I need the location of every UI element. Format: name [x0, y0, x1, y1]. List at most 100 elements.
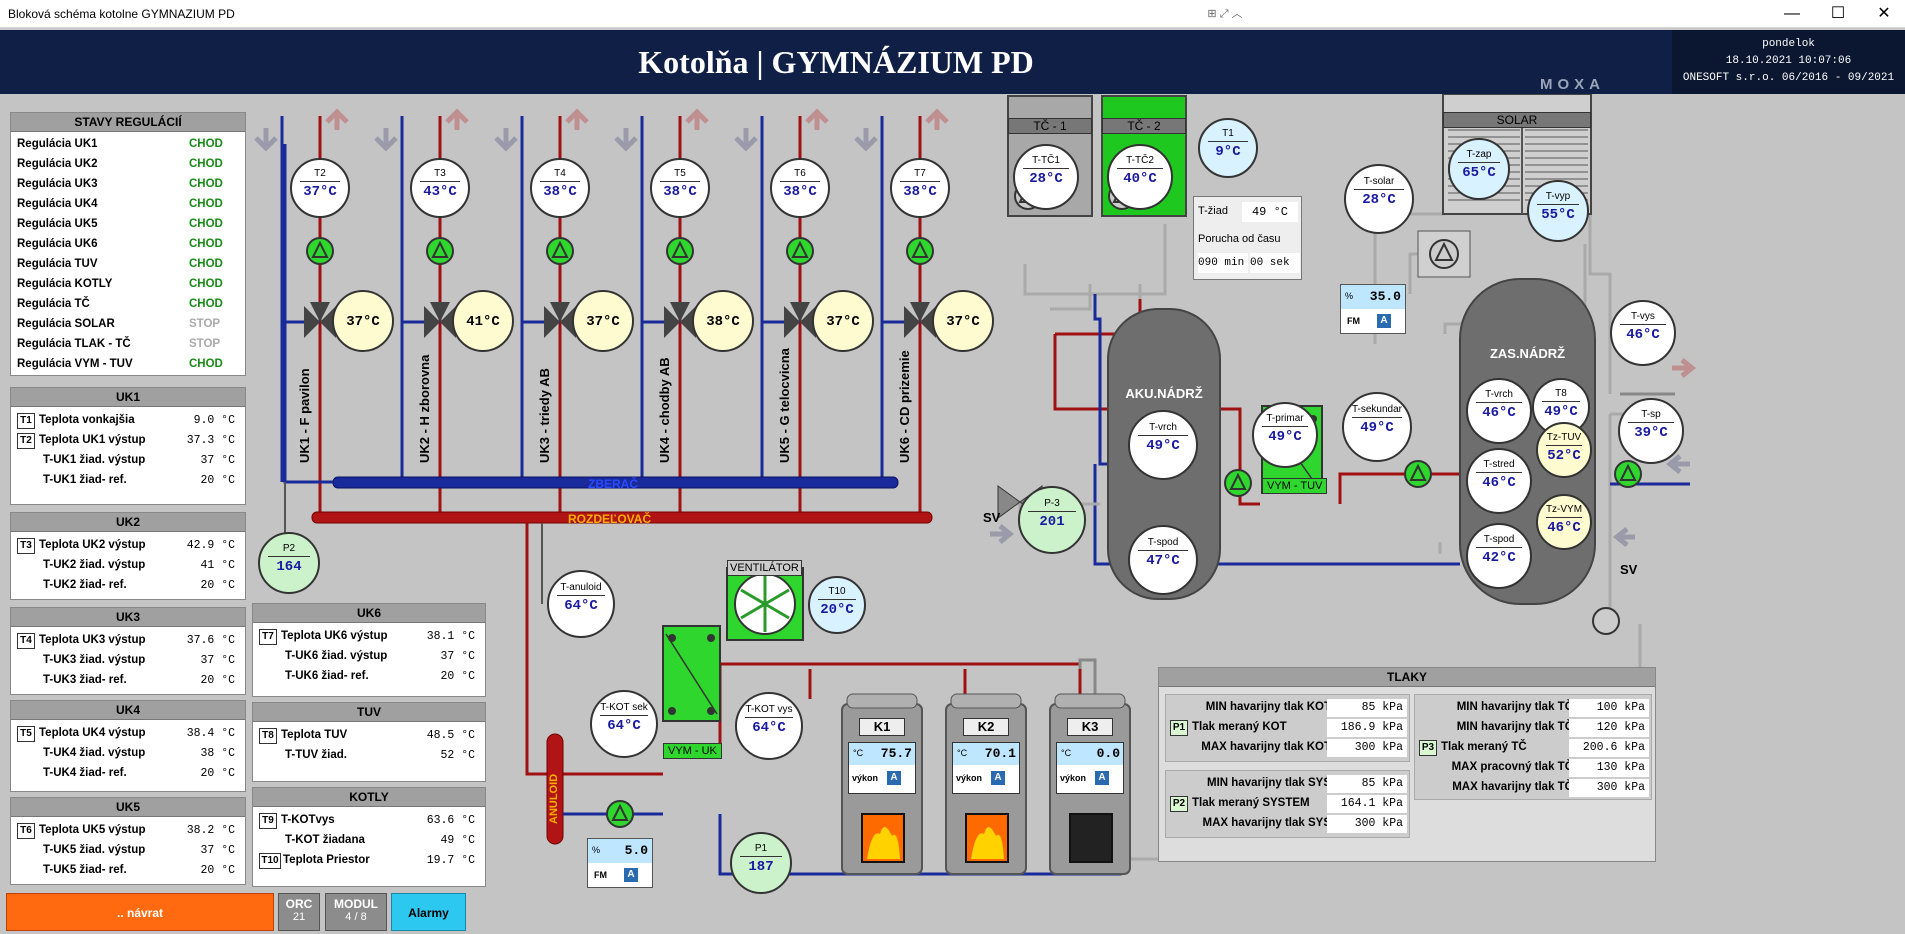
data-value: 37 °C: [157, 652, 239, 670]
stavy-state: CHOD: [189, 158, 223, 170]
window-title: Bloková schéma kotolne GYMNAZIUM PD: [8, 7, 235, 21]
stavy-state: CHOD: [189, 298, 223, 310]
data-value: 41 °C: [157, 557, 239, 575]
stavy-label: Regulácia UK2: [17, 158, 98, 170]
gauge-value: 52°C: [1546, 445, 1582, 464]
data-value: 52 °C: [397, 747, 479, 765]
circuit-3-name: UK3 - triedy AB: [537, 368, 552, 463]
circuit-1-mix-gauge: 37°C: [332, 290, 394, 352]
uk1-title: UK1: [11, 388, 245, 407]
pressure-value: 186.9 kPa: [1327, 719, 1407, 737]
kotly-title: KOTLY: [253, 788, 485, 807]
boiler-name: K3: [1067, 718, 1113, 736]
sv-right-label: SV: [1620, 562, 1638, 577]
gauge-value: 38°C: [660, 181, 700, 200]
stavy-label: Regulácia UK6: [17, 238, 98, 250]
pressure-tag: P1: [1170, 720, 1188, 736]
gauge-tag: T10: [828, 586, 846, 597]
gauge-tag: Tz-TUV: [1546, 432, 1582, 443]
data-value: 38.4 °C: [157, 725, 239, 743]
maximize-icon[interactable]: ☐: [1830, 5, 1846, 22]
gauge-tag: P-3: [1044, 498, 1060, 509]
toolbar-icons[interactable]: ⊞ ⤢ ︿: [1207, 8, 1243, 20]
aku-title: AKU.NÁDRŽ: [1125, 386, 1203, 401]
porucha-sek: 00 sek: [1250, 253, 1300, 273]
boiler-temp: 75.7: [880, 746, 912, 761]
fm-unit: %: [1345, 291, 1354, 301]
t-ziad-value: 49 °C: [1242, 202, 1298, 222]
circuit-5-mix-gauge: 37°C: [812, 290, 874, 352]
fm-auto-button[interactable]: A: [1377, 314, 1391, 328]
data-label: Teplota vonkajšia: [39, 414, 135, 426]
porucha-label: Porucha od času: [1198, 233, 1281, 245]
gauge-value: 187: [740, 856, 782, 875]
gauge-value: 64°C: [600, 715, 648, 734]
gauge-tag: T-anuloid: [560, 582, 602, 593]
fm-auto-button[interactable]: A: [624, 868, 638, 882]
orc-label: ORC: [285, 897, 313, 911]
pressure-value: 85 kPa: [1327, 775, 1407, 793]
stavy-state: CHOD: [189, 198, 223, 210]
data-label: T-UK5 žiad. výstup: [43, 844, 146, 856]
pressure-label: MIN havarijny tlak KOT: [1205, 701, 1331, 713]
gauge-tag: T-TČ1: [1032, 155, 1060, 166]
gauge-tag: P2: [282, 543, 296, 554]
back-button[interactable]: .. návrat: [6, 893, 274, 931]
data-value: 38 °C: [157, 745, 239, 763]
data-value: 37.3 °C: [157, 432, 239, 450]
gauge-value: 9°C: [1208, 141, 1248, 160]
pressure-value: 200.6 kPa: [1569, 739, 1649, 757]
pressure-value: 300 kPa: [1327, 739, 1407, 757]
uk3-title: UK3: [11, 608, 245, 627]
rozdelovac-pipe: [311, 511, 933, 524]
boiler-auto-button[interactable]: A: [887, 771, 901, 785]
stavy-label: Regulácia UK3: [17, 178, 98, 190]
close-icon[interactable]: ✕: [1877, 5, 1891, 22]
boiler-temp: 70.1: [984, 746, 1016, 761]
stavy-row: Regulácia UK2 CHOD: [17, 158, 242, 170]
tc1-name: TČ - 1: [1008, 118, 1092, 134]
gauge-value: 28°C: [1354, 189, 1404, 208]
boiler-auto-button[interactable]: A: [991, 771, 1005, 785]
gauge-tag: T-vyp: [1545, 191, 1571, 202]
gauge-value: 201: [1028, 511, 1076, 530]
gauge-tag: T-sp: [1641, 409, 1661, 420]
data-label: T-KOTvys: [281, 814, 335, 826]
gauge-value: 38°C: [706, 314, 740, 330]
data-value: 20 °C: [157, 577, 239, 595]
gauge-value: 49°C: [1542, 401, 1580, 420]
minimize-icon[interactable]: —: [1784, 5, 1800, 22]
tz-tuv-gauge: Tz-TUV 52°C: [1536, 422, 1592, 478]
gauge-tag: Tz-VYM: [1545, 504, 1583, 515]
data-value: 37.6 °C: [157, 632, 239, 650]
ventilator-label: VENTILÁTOR: [727, 560, 802, 576]
gauge-value: 40°C: [1117, 168, 1163, 187]
page-title: Kotolňa | GYMNÁZIUM PD: [638, 44, 1034, 80]
sensor-tag: T5: [17, 726, 35, 742]
boiler-unit: °C: [1061, 748, 1072, 758]
gauge-value: 37°C: [346, 314, 380, 330]
boiler-auto-button[interactable]: A: [1095, 771, 1109, 785]
alarmy-button[interactable]: Alarmy: [391, 893, 466, 931]
tuv-title: TUV: [253, 703, 485, 722]
gauge-tag: T-spod: [1483, 534, 1515, 545]
circuit-5-name: UK5 - G telocvicna: [777, 348, 792, 463]
orc-value: 21: [292, 911, 306, 923]
zberac-label: ZBERAČ: [588, 477, 638, 491]
